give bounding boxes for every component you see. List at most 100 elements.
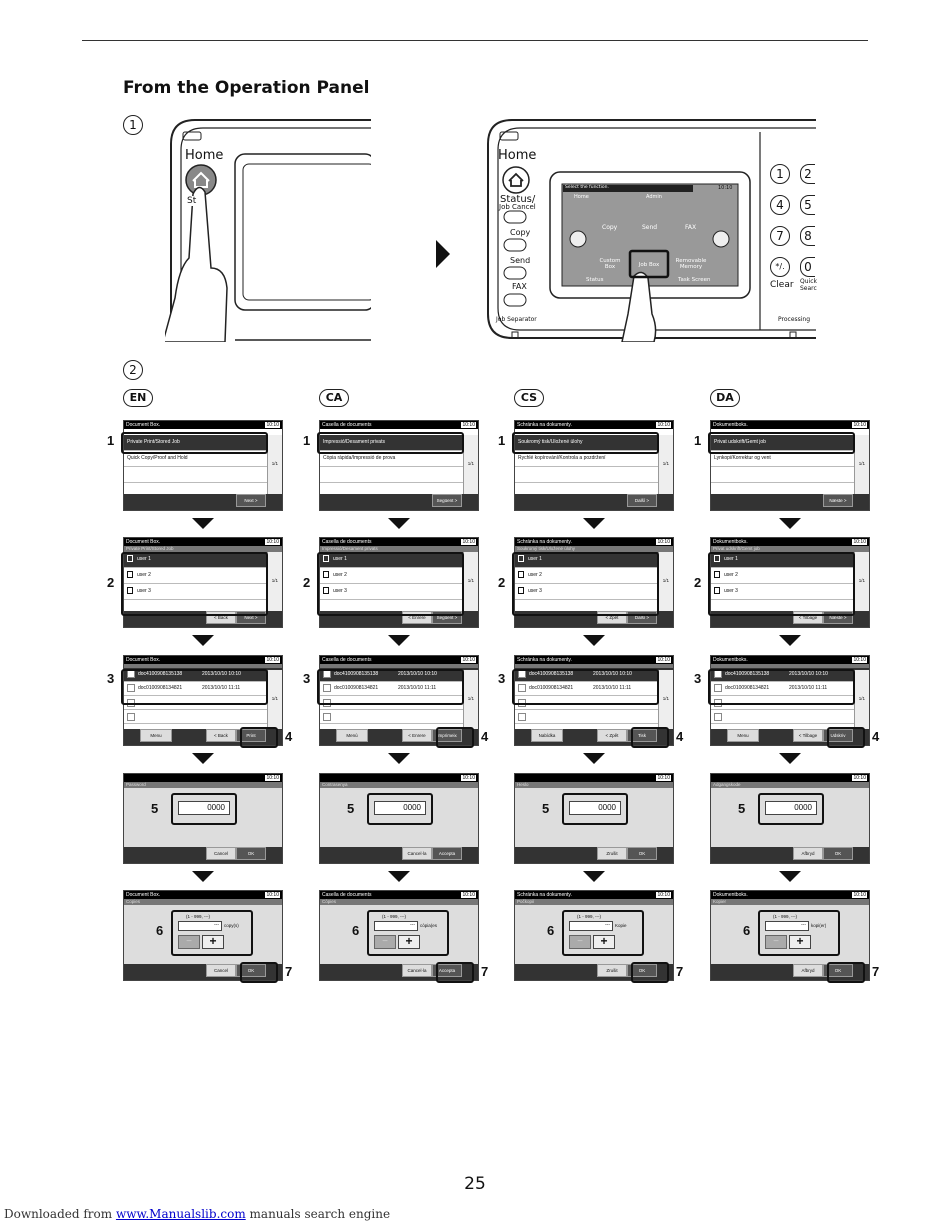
- user-list-item[interactable]: user 1: [711, 552, 869, 568]
- user-list-item[interactable]: user 2: [711, 568, 869, 584]
- user-list-item[interactable]: user 3: [124, 584, 282, 600]
- key-5[interactable]: 5: [800, 195, 815, 215]
- list-item[interactable]: Impressió/Desament privats: [320, 435, 478, 451]
- screen-custom-box[interactable]: Custom Box: [599, 258, 621, 270]
- checkbox-icon[interactable]: [518, 713, 526, 721]
- next-button[interactable]: Næste >: [823, 494, 853, 507]
- list-item[interactable]: Privat udskrift/Gemt job: [711, 435, 869, 451]
- checkbox-icon[interactable]: [323, 683, 331, 692]
- key-0[interactable]: 0: [800, 257, 815, 277]
- checkbox-icon[interactable]: [714, 683, 722, 692]
- user-list-item[interactable]: user 1: [320, 552, 478, 568]
- print-button[interactable]: Imprimeix: [432, 729, 462, 742]
- cancel-button[interactable]: Afbryd: [793, 964, 823, 977]
- checkbox-icon[interactable]: [127, 683, 135, 692]
- key-8[interactable]: 8: [800, 226, 815, 246]
- screen-status[interactable]: Status: [586, 277, 604, 283]
- key-4[interactable]: 4: [770, 195, 790, 215]
- password-field[interactable]: 0000: [765, 801, 817, 815]
- cancel-button[interactable]: Afbryd: [793, 847, 823, 860]
- back-button[interactable]: < Zpět: [597, 729, 627, 742]
- list-item[interactable]: Quick Copy/Proof and Hold: [124, 451, 282, 467]
- checkbox-icon[interactable]: [323, 713, 331, 721]
- ok-button[interactable]: OK: [627, 847, 657, 860]
- key-2[interactable]: 2: [800, 164, 815, 184]
- scrollbar[interactable]: [267, 435, 282, 494]
- minus-button[interactable]: −: [765, 935, 787, 949]
- ok-button[interactable]: OK: [823, 847, 853, 860]
- list-item[interactable]: Còpia ràpida/Impressió de prova: [320, 451, 478, 467]
- screen-home[interactable]: Home: [574, 194, 589, 200]
- print-button[interactable]: Udskriv: [823, 729, 853, 742]
- copies-field[interactable]: ---: [374, 921, 418, 931]
- print-button[interactable]: Tisk: [627, 729, 657, 742]
- ok-button[interactable]: OK: [823, 964, 853, 977]
- cancel-button[interactable]: Cancel·la: [402, 964, 432, 977]
- user-list-item[interactable]: user 2: [515, 568, 673, 584]
- password-field[interactable]: 0000: [569, 801, 621, 815]
- next-button[interactable]: Další >: [627, 494, 657, 507]
- plus-button[interactable]: +: [202, 935, 224, 949]
- print-button[interactable]: Print: [236, 729, 266, 742]
- cancel-button[interactable]: Cancel·la: [402, 847, 432, 860]
- user-list-item[interactable]: user 3: [515, 584, 673, 600]
- screen-job-box[interactable]: Job Box: [638, 262, 660, 268]
- user-list-item[interactable]: user 1: [515, 552, 673, 568]
- back-button[interactable]: < Enrere: [402, 729, 432, 742]
- copies-field[interactable]: ---: [765, 921, 809, 931]
- key-1[interactable]: 1: [770, 164, 790, 184]
- checkbox-icon[interactable]: [714, 713, 722, 721]
- checkbox-icon[interactable]: [127, 713, 135, 721]
- next-button[interactable]: Next >: [236, 494, 266, 507]
- password-field[interactable]: 0000: [178, 801, 230, 815]
- ok-button[interactable]: Accepta: [432, 847, 462, 860]
- user-list-item[interactable]: user 3: [320, 584, 478, 600]
- key-7[interactable]: 7: [770, 226, 790, 246]
- cancel-button[interactable]: Zrušit: [597, 964, 627, 977]
- minus-button[interactable]: −: [569, 935, 591, 949]
- cancel-button[interactable]: Cancel: [206, 964, 236, 977]
- list-item[interactable]: Rychlé kopírování/Kontrola a pozdržení: [515, 451, 673, 467]
- back-button[interactable]: < Back: [206, 729, 236, 742]
- key-star[interactable]: */.: [770, 257, 790, 277]
- menu-button[interactable]: Menu: [727, 729, 759, 742]
- cancel-button[interactable]: Cancel: [206, 847, 236, 860]
- minus-button[interactable]: −: [178, 935, 200, 949]
- ok-button[interactable]: Accepta: [432, 964, 462, 977]
- copies-field[interactable]: ---: [569, 921, 613, 931]
- user-list-item[interactable]: user 3: [711, 584, 869, 600]
- list-item[interactable]: Private Print/Stored Job: [124, 435, 282, 451]
- ok-button[interactable]: OK: [236, 964, 266, 977]
- menu-button[interactable]: Nabídka: [531, 729, 563, 742]
- screen-task-screen[interactable]: Task Screen: [678, 277, 711, 283]
- plus-button[interactable]: +: [398, 935, 420, 949]
- plus-button[interactable]: +: [789, 935, 811, 949]
- list-item[interactable]: Soukromý tisk/Uložené úlohy: [515, 435, 673, 451]
- ok-button[interactable]: OK: [627, 964, 657, 977]
- scrollbar[interactable]: [463, 435, 478, 494]
- scrollbar[interactable]: [658, 435, 673, 494]
- footer-link[interactable]: www.Manualslib.com: [115, 1207, 246, 1221]
- user-list-item[interactable]: user 2: [320, 568, 478, 584]
- user-list-item[interactable]: user 1: [124, 552, 282, 568]
- checkbox-icon[interactable]: [518, 683, 526, 692]
- ok-button[interactable]: OK: [236, 847, 266, 860]
- screen-removable-memory[interactable]: Removable Memory: [675, 258, 707, 270]
- copies-field[interactable]: ---: [178, 921, 222, 931]
- screen-fax[interactable]: FAX: [685, 224, 697, 231]
- menu-button[interactable]: Menu: [140, 729, 172, 742]
- menu-button[interactable]: Menú: [336, 729, 368, 742]
- user-list-item[interactable]: user 2: [124, 568, 282, 584]
- minus-button[interactable]: −: [374, 935, 396, 949]
- list-item[interactable]: Lynkopi/Korrektur og vent: [711, 451, 869, 467]
- back-button[interactable]: < Tilbage: [793, 729, 823, 742]
- plus-button[interactable]: +: [593, 935, 615, 949]
- scrollbar[interactable]: [854, 435, 869, 494]
